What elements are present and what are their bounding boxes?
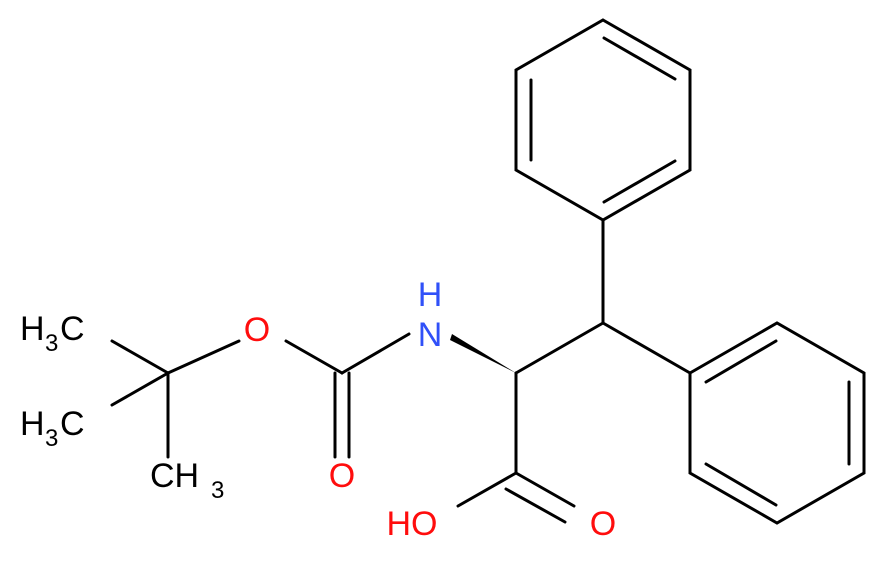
methyl-middle-label: H 3 C [20,405,85,452]
wedge-bond-nh [450,334,516,373]
bond-carboxyl-oh [456,471,518,508]
hydroxyl-label: HO [387,505,438,543]
bond-ch-bottom-phenyl [601,321,692,375]
svg-text:H: H [20,310,45,348]
phenyl-ring-bottom [688,321,866,525]
methyl-top-label: H 3 C [20,310,85,357]
svg-text:C: C [60,405,85,443]
bond-ch-alpha [514,321,605,375]
svg-text:H: H [20,405,45,443]
bond-quaternary-methyl-top [110,339,170,375]
bond-carbonyl-o-2 [504,487,567,524]
svg-text:3: 3 [211,477,224,504]
methyl-bottom-label: CH 3 [150,457,224,504]
carbamate-carbonyl-oxygen-label: O [329,457,355,495]
svg-text:3: 3 [45,330,58,357]
svg-text:CH: CH [150,457,199,495]
svg-text:3: 3 [45,425,58,452]
nh-hydrogen-label: H [418,276,443,314]
phenyl-ring-top [514,18,692,222]
atom-labels: H N O O O HO H 3 C H 3 C CH 3 [20,276,616,543]
ester-oxygen-label: O [244,311,270,349]
bond-n-carbamate [340,332,411,375]
svg-text:C: C [60,310,85,348]
bond-quaternary-methyl-mid [110,371,170,407]
backbone-bonds [450,218,692,524]
acid-carbonyl-oxygen-label: O [590,505,616,543]
boc-bonds [110,332,411,459]
bond-carbonyl-o-1 [514,471,576,508]
bond-carbamate-o [284,339,344,375]
bond-o-quaternary [166,339,241,375]
nh-nitrogen-label: N [418,316,443,354]
